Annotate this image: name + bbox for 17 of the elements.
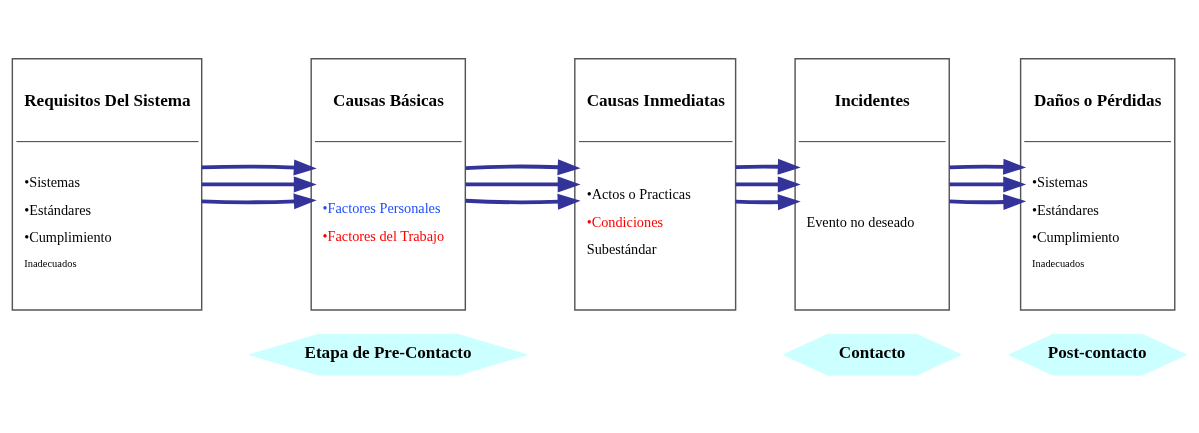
arrow	[949, 193, 1027, 210]
arrow	[465, 158, 581, 175]
arrow	[949, 175, 1027, 192]
arrow	[735, 158, 801, 175]
arrow	[201, 158, 317, 175]
arrow	[201, 175, 317, 192]
node-box: Causas Inmediatas •Actos o Practicas •Condiciones Subestándar	[574, 57, 737, 311]
node-box: Daños o Pérdidas •Sistemas •Estándares •Cumplimiento Inadecuados	[1019, 57, 1176, 311]
arrow	[949, 158, 1027, 175]
arrow	[465, 175, 581, 192]
arrow	[735, 175, 801, 192]
arrow	[735, 193, 801, 210]
arrow	[201, 192, 317, 209]
node-box: Causas Básicas •Factores Personales •Factores del Trabajo	[310, 57, 467, 311]
node-box: Incidentes Evento no deseado	[794, 57, 950, 311]
arrow	[465, 193, 581, 210]
node-box: Requisitos Del Sistema •Sistemas •Estándares •Cumplimiento Inadecuados	[11, 57, 203, 311]
